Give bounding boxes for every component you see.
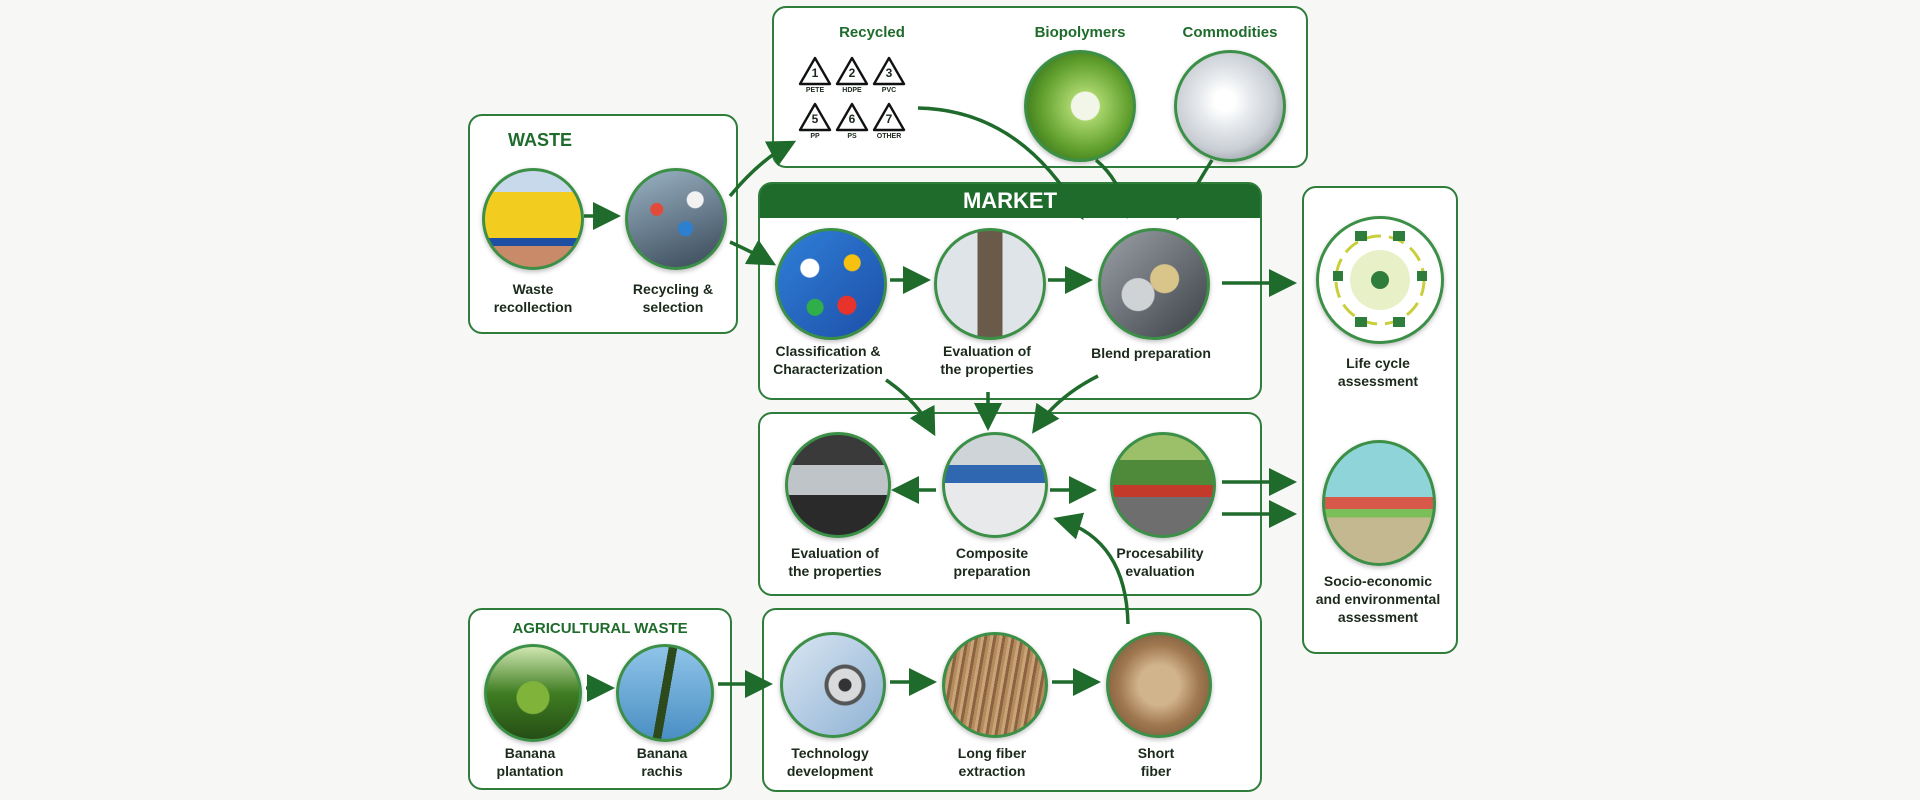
- arrow-recycled-to-blend: [917, 106, 1084, 221]
- tensile-test-photo: [934, 228, 1046, 340]
- biopolymers-title: Biopolymers: [1034, 24, 1126, 41]
- biopolymers-photo: [1024, 50, 1136, 162]
- classification-label: Classification &Characterization: [773, 343, 883, 377]
- recycled-title: Recycled: [839, 24, 905, 41]
- factory-line-photo: [1110, 432, 1216, 538]
- agricultural-waste-title: AGRICULTURAL WASTE: [512, 620, 688, 637]
- arrow-recycling-to-classification: [729, 239, 777, 266]
- commodities-photo: [1174, 50, 1286, 162]
- arrow-commodities-to-blend: [1176, 159, 1214, 221]
- life-cycle-diagram-icon: [1333, 231, 1427, 327]
- arrow-shortfiber-to-composite: [1053, 512, 1130, 625]
- arrow-classification-to-composite: [885, 378, 936, 437]
- recycled-plastic-photo: [625, 168, 727, 270]
- recycling-selection-label: Recycling &selection: [632, 281, 714, 315]
- commodities-title: Commodities: [1182, 24, 1278, 41]
- short-fiber-photo: [1106, 632, 1212, 738]
- plastic-caps-photo: [775, 228, 887, 340]
- life-cycle-icon: [1316, 216, 1444, 344]
- banana-rachis-photo: [616, 644, 714, 742]
- testing-machine-photo: [785, 432, 891, 538]
- polymer-blend-photo: [1098, 228, 1210, 340]
- banana-plant-photo: [484, 644, 582, 742]
- blend-preparation-label: Blend preparation: [1091, 345, 1211, 361]
- long-fiber-photo: [942, 632, 1048, 738]
- arrow-biopolymers-to-blend: [1094, 158, 1136, 219]
- extruder-photo: [942, 432, 1048, 538]
- waste-title: WASTE: [508, 130, 573, 150]
- waste-container-photo: [482, 168, 584, 270]
- arrow-blend-to-composite: [1032, 374, 1099, 434]
- bearing-blueprint-photo: [780, 632, 886, 738]
- landscape-illustration: [1322, 440, 1436, 566]
- arrow-recycling-to-recycled: [728, 140, 797, 198]
